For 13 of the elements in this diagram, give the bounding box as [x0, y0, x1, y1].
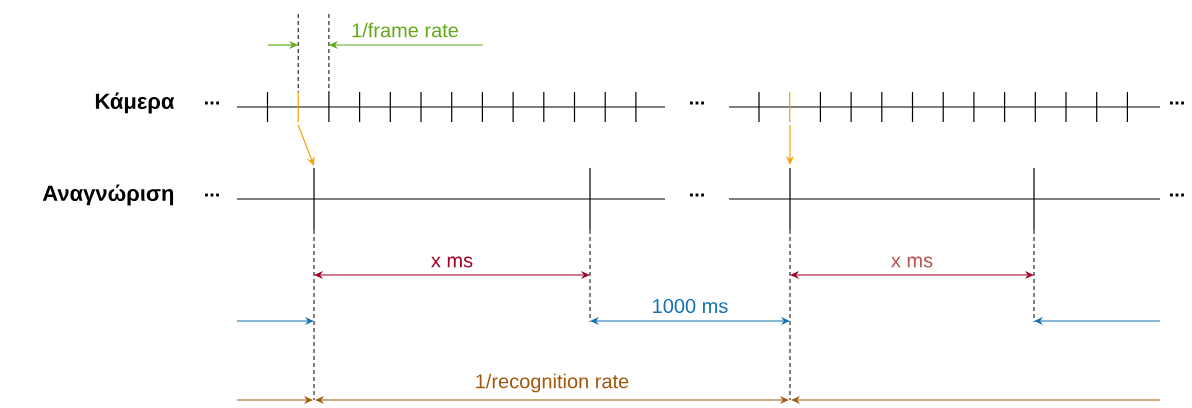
dimension-label: 1/frame rate: [352, 22, 458, 38]
ellipsis: ...: [1170, 101, 1184, 105]
dimension-label: 1/recognition rate: [476, 373, 629, 393]
ellipsis: ...: [1170, 193, 1184, 197]
row-label: Αναγνώριση: [42, 184, 174, 206]
dimension-label: 1000 ms: [653, 298, 728, 314]
dimension-label: x ms: [891, 256, 933, 268]
ellipsis: ...: [205, 193, 219, 197]
ellipsis: ...: [205, 101, 219, 105]
row-label: Κάμερα: [95, 92, 175, 114]
dimension-label: x ms: [431, 256, 473, 268]
ellipsis: ...: [690, 193, 704, 197]
ellipsis: ...: [690, 101, 704, 105]
